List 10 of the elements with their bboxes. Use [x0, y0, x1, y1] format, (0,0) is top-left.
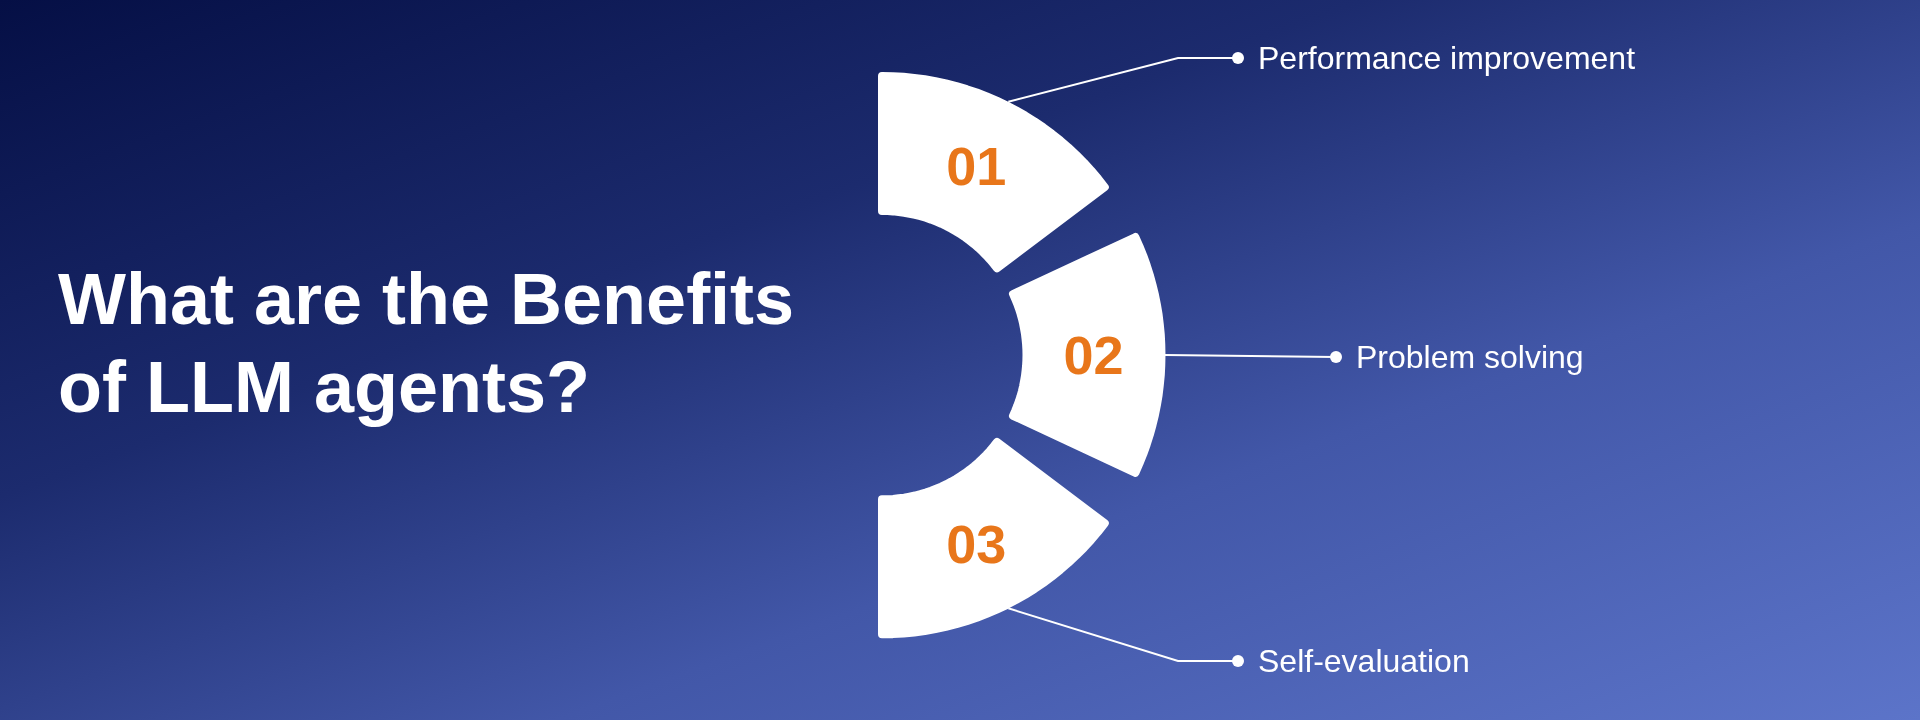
step-number: 01 [946, 135, 1007, 196]
leader-line [1007, 52, 1244, 103]
leader-line [1164, 351, 1342, 363]
benefit-label: Performance improvement [1258, 38, 1636, 78]
step-number: 02 [1063, 325, 1124, 385]
step-number: 03 [946, 514, 1007, 575]
benefit-label: Self-evaluation [1258, 641, 1470, 681]
leader-line [1007, 607, 1244, 667]
title: What are the Benefits of LLM agents? [58, 258, 796, 429]
benefit-label: Problem solving [1356, 337, 1584, 377]
